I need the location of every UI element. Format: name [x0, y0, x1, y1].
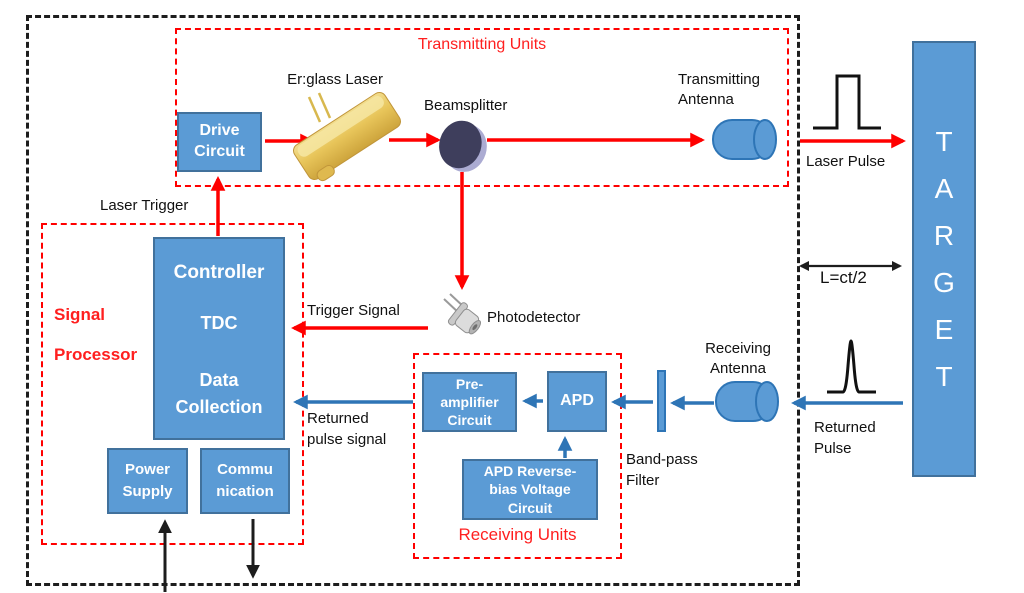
laser-trigger-label: Laser Trigger: [100, 197, 189, 214]
laser-icon: [293, 91, 401, 182]
signal-processor-title: Signal Processor: [54, 305, 138, 364]
apd-block[interactable]: APD: [547, 371, 607, 432]
receiving-units-group: Receiving Units: [413, 353, 622, 559]
laser-pulse-waveform: [813, 74, 881, 130]
power-supply-block[interactable]: Power Supply: [107, 448, 188, 514]
drive-circuit-block[interactable]: Drive Circuit: [177, 112, 262, 172]
transmitting-antenna-icon: [712, 119, 777, 160]
beamsplitter-label: Beamsplitter: [424, 97, 508, 114]
photodetector-icon: [443, 293, 482, 335]
controller-block[interactable]: Controller TDC Data Collection: [153, 237, 285, 440]
returned-pulse-label: Returned Pulse: [814, 419, 876, 457]
target-block[interactable]: T A R G E T: [912, 41, 976, 477]
transmitting-units-group: Transmitting Units: [175, 28, 789, 187]
apd-reverse-bias-block[interactable]: APD Reverse- bias Voltage Circuit: [462, 459, 598, 520]
receiving-units-title: Receiving Units: [458, 525, 577, 544]
distance-formula-label: L=ct/2: [820, 268, 867, 287]
returned-pulse-signal-label: Returned pulse signal: [307, 410, 387, 448]
photodetector-label: Photodetector: [487, 309, 581, 326]
receiving-antenna-label: Receiving Antenna: [705, 340, 771, 377]
laser-pulse-label: Laser Pulse: [806, 153, 886, 170]
transmitting-units-title: Transmitting Units: [417, 36, 547, 53]
transmitting-antenna-label: Transmitting Antenna: [678, 71, 760, 108]
receiving-antenna-icon: [715, 381, 779, 422]
er-glass-laser-label: Er:glass Laser: [287, 71, 383, 88]
band-pass-filter-bar: [657, 370, 666, 432]
signal-processor-group: Signal Processor: [41, 223, 304, 545]
trigger-signal-label: Trigger Signal: [307, 302, 400, 319]
pre-amplifier-block[interactable]: Pre- amplifier Circuit: [422, 372, 517, 432]
system-boundary: [26, 15, 800, 586]
band-pass-filter-label: Band-pass Filter: [626, 451, 698, 489]
beamsplitter-icon: [439, 120, 487, 172]
returned-pulse-waveform: [827, 339, 876, 394]
communication-block[interactable]: Commu nication: [200, 448, 290, 514]
